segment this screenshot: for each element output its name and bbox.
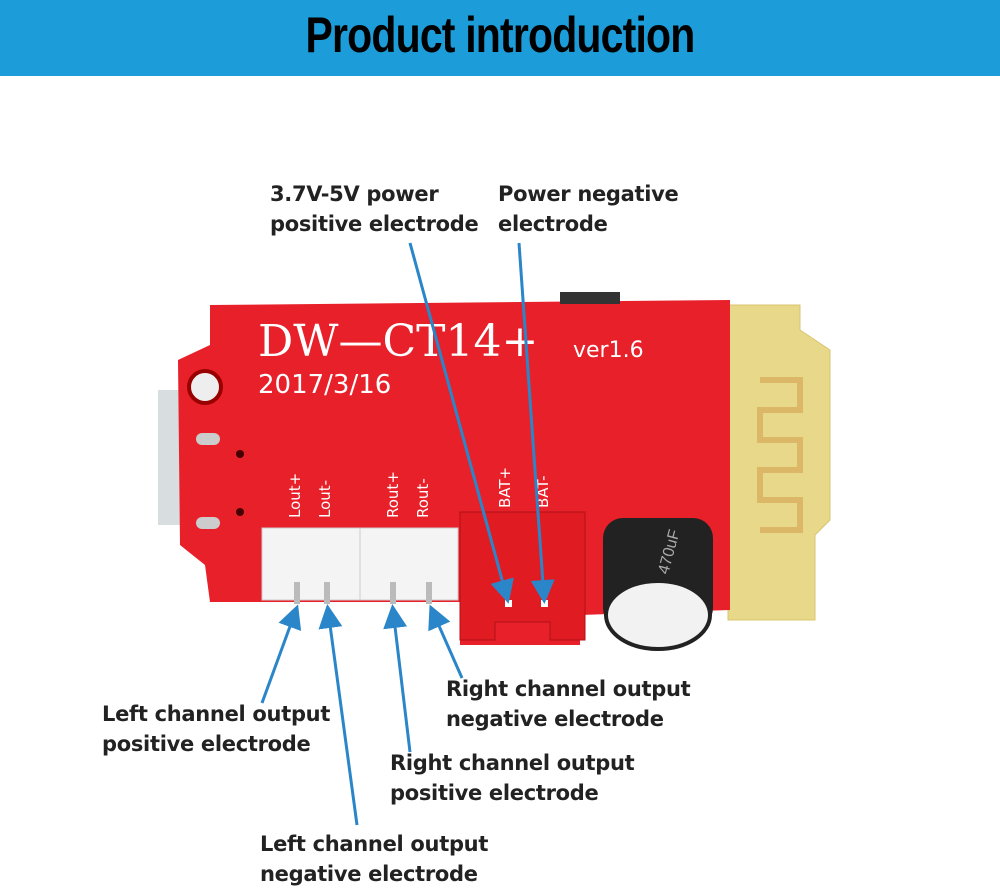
battery-connector xyxy=(459,511,586,641)
page-title: Product introduction xyxy=(305,7,695,63)
mounting-hole xyxy=(187,369,223,405)
pin-label-lout-minus: Lout- xyxy=(316,480,334,518)
arrow-power-negative xyxy=(517,242,555,604)
header-bar: Product introduction xyxy=(0,0,1000,76)
board-model-text: DW—CT14+ xyxy=(258,316,538,367)
pin-label-lout-plus: Lout+ xyxy=(286,473,304,518)
arrow-left-negative xyxy=(318,604,359,826)
arrow-right-positive xyxy=(383,604,412,753)
left-channel-connector xyxy=(261,527,361,601)
right-channel-connector xyxy=(359,527,459,601)
pin-label-bat-plus: BAT+ xyxy=(496,467,514,508)
board-version-text: ver1.6 xyxy=(573,338,644,363)
pin-label-rout-minus: Rout- xyxy=(414,478,432,518)
capacitor: 470uF xyxy=(603,518,713,651)
board-date-text: 2017/3/16 xyxy=(258,370,391,400)
arrow-left-positive xyxy=(260,604,302,704)
arrow-power-positive xyxy=(408,242,514,604)
arrow-right-negative xyxy=(428,604,464,679)
antenna-pcb xyxy=(727,304,831,621)
pin-label-rout-plus: Rout+ xyxy=(384,471,402,518)
